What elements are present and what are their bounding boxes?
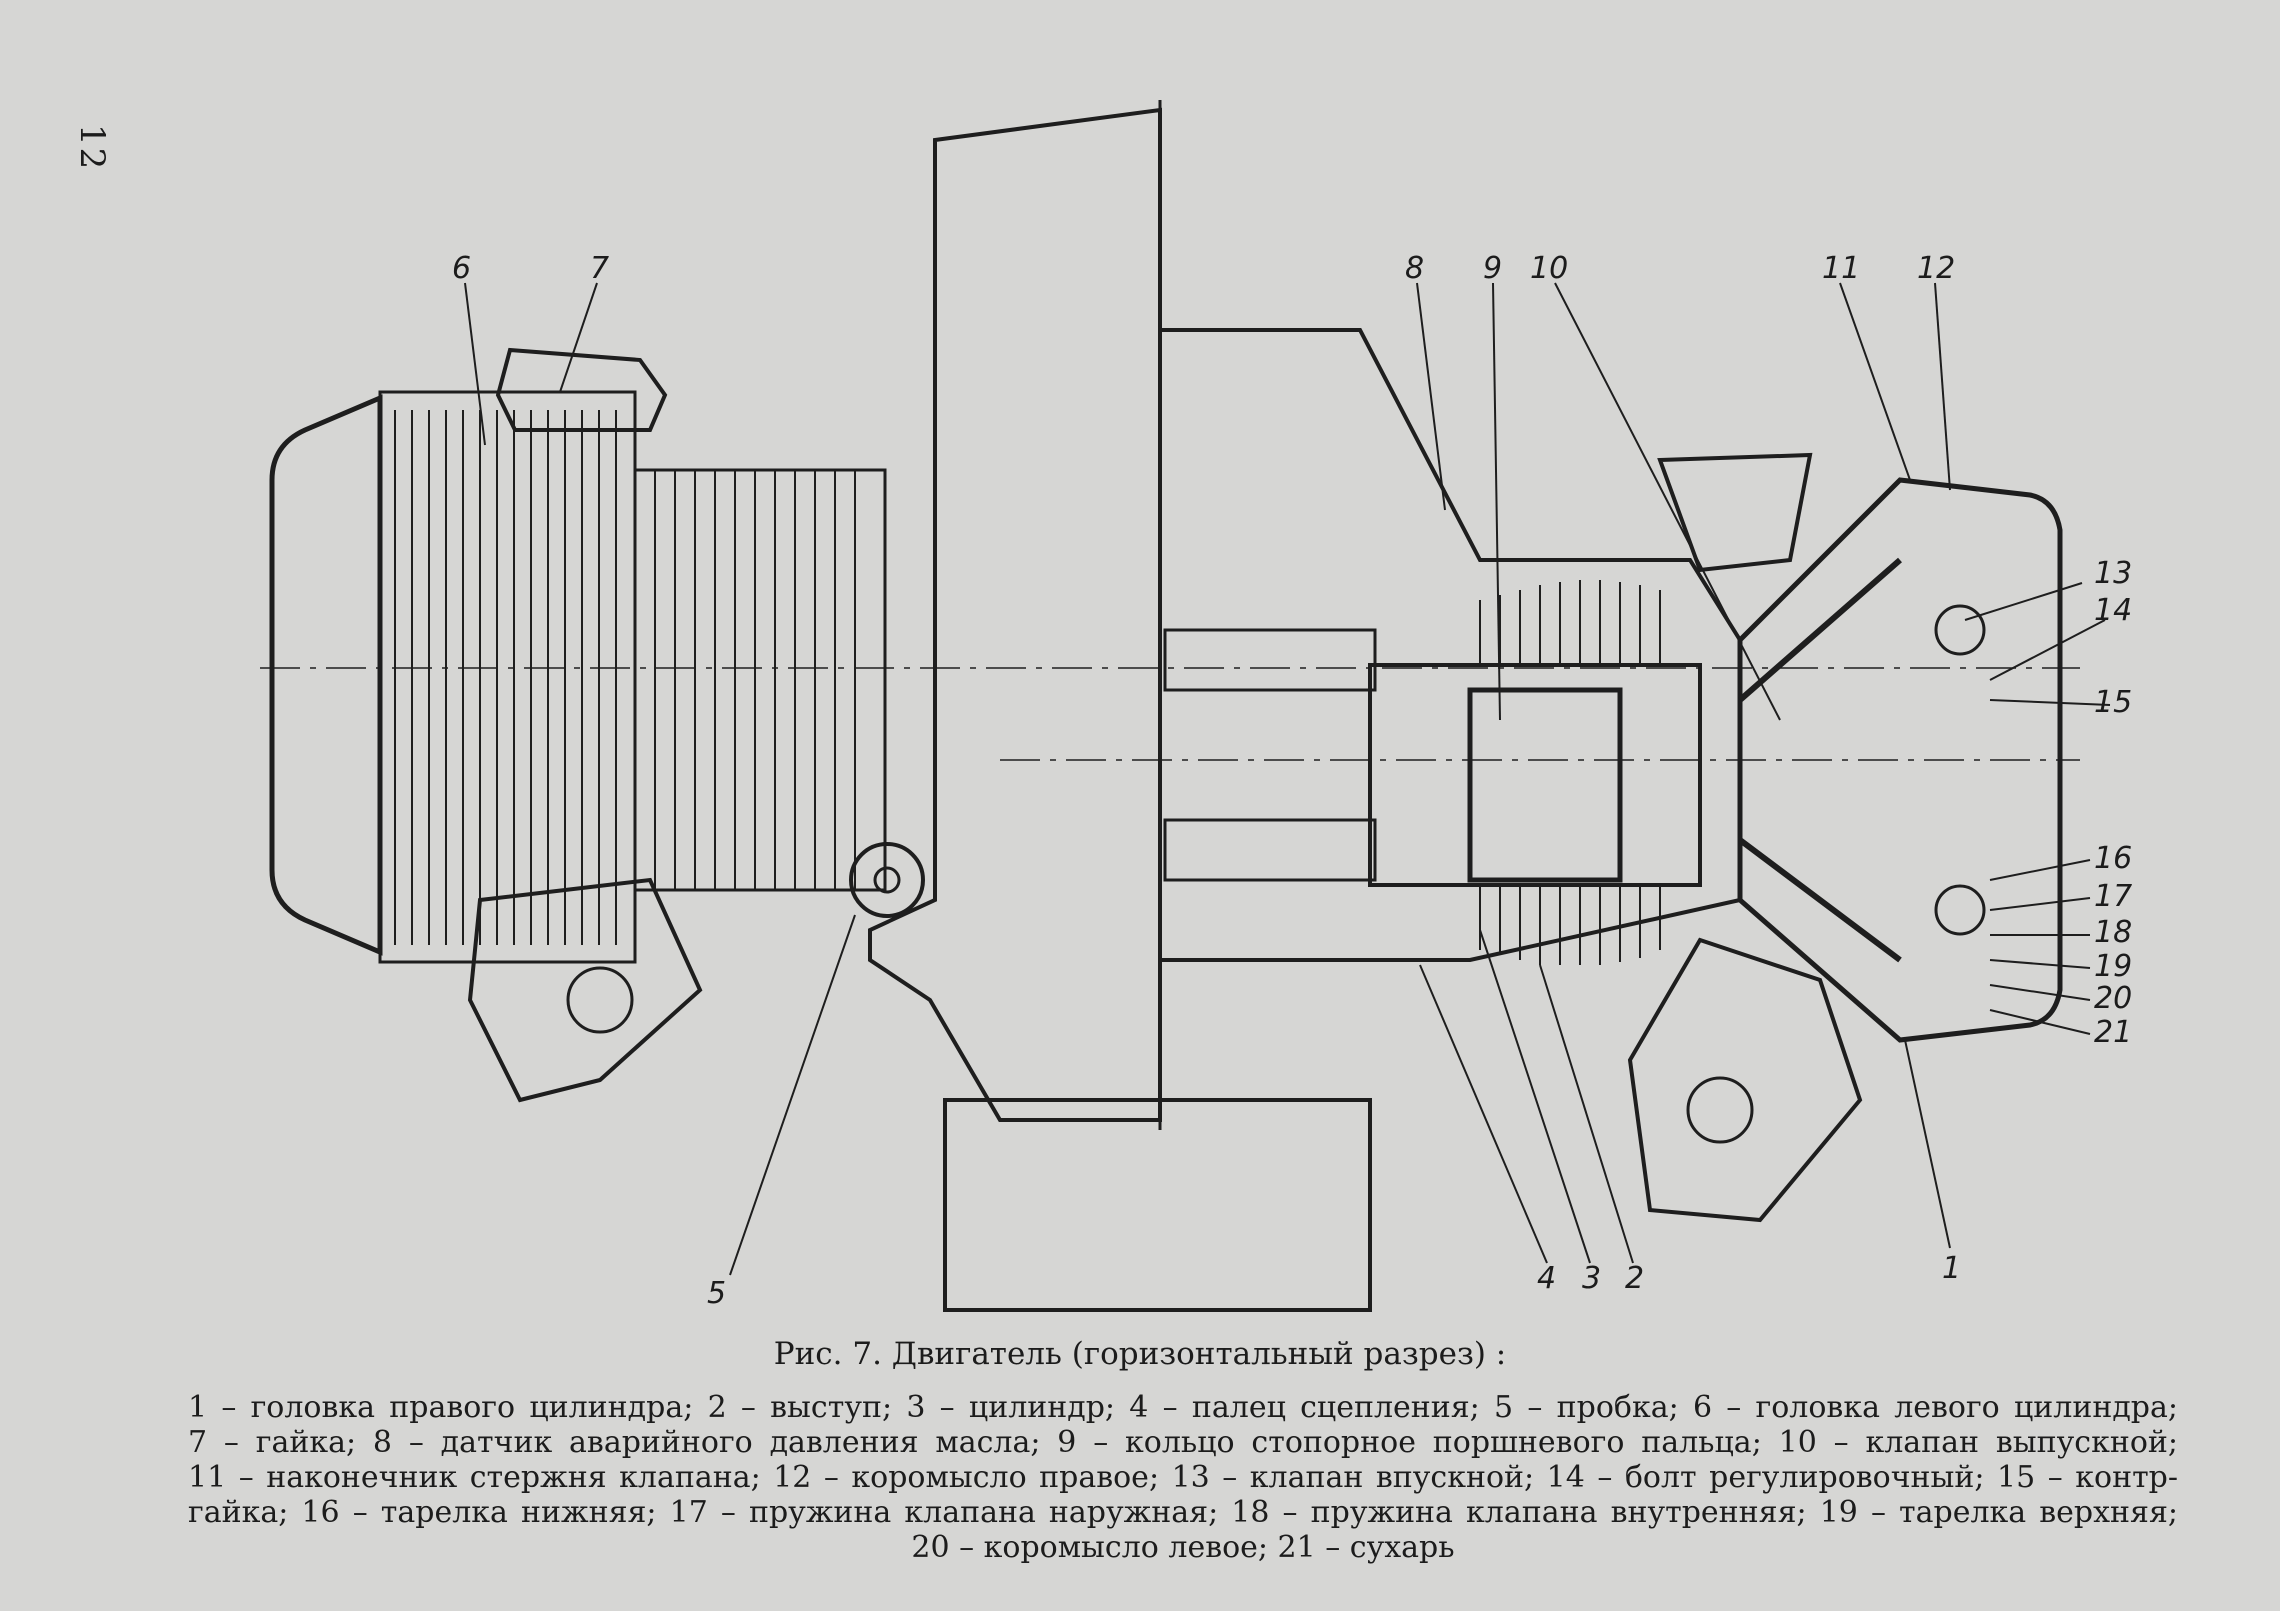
callout-19: 19 bbox=[2094, 949, 2132, 984]
legend-line: 1 – головка правого цилиндра; 2 – выступ… bbox=[188, 1390, 2178, 1425]
callout-20: 20 bbox=[2094, 981, 2132, 1016]
engine-cross-section-drawing: 6 7 8 9 10 11 12 13 14 15 16 17 18 19 20… bbox=[260, 100, 2132, 1312]
callout-3: 3 bbox=[1582, 1261, 1601, 1296]
callout-15: 15 bbox=[2094, 685, 2132, 720]
callout-21: 21 bbox=[2094, 1015, 2132, 1050]
legend-line: 11 – наконечник стержня клапана; 12 – ко… bbox=[188, 1460, 2178, 1495]
legend-line: гайка; 16 – тарелка нижняя; 17 – пружина… bbox=[188, 1495, 2178, 1530]
callout-7: 7 bbox=[590, 251, 609, 286]
callout-18: 18 bbox=[2094, 915, 2132, 950]
callout-1: 1 bbox=[1942, 1251, 1961, 1286]
callout-10: 10 bbox=[1530, 251, 1568, 286]
callout-4: 4 bbox=[1537, 1261, 1556, 1296]
callout-17: 17 bbox=[2094, 879, 2132, 914]
callout-12: 12 bbox=[1917, 251, 1955, 286]
callout-14: 14 bbox=[2094, 593, 2132, 628]
callout-2: 2 bbox=[1625, 1261, 1644, 1296]
legend-line: 7 – гайка; 8 – датчик аварийного давлени… bbox=[188, 1425, 2178, 1460]
callout-8: 8 bbox=[1405, 251, 1424, 286]
legend-line: 20 – коромысло левое; 21 – сухарь bbox=[911, 1530, 1455, 1565]
figure-legend: 1 – головка правого цилиндра; 2 – выступ… bbox=[188, 1390, 2178, 1565]
callout-5: 5 bbox=[707, 1276, 726, 1311]
callout-13: 13 bbox=[2094, 556, 2132, 591]
callout-11: 11 bbox=[1822, 251, 1860, 286]
figure-caption-title: Рис. 7. Двигатель (горизонтальный разрез… bbox=[773, 1336, 1507, 1372]
callout-16: 16 bbox=[2094, 841, 2132, 876]
callout-6: 6 bbox=[452, 251, 471, 286]
callout-9: 9 bbox=[1483, 251, 1502, 286]
